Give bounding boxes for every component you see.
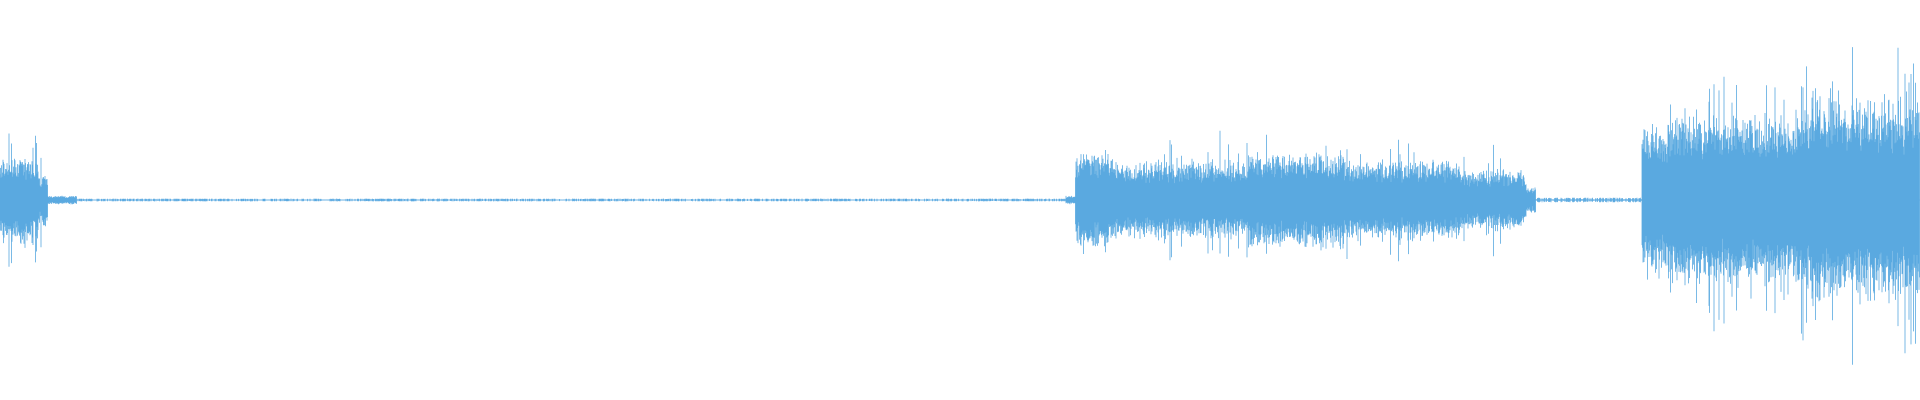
waveform-path <box>0 47 1920 365</box>
waveform-samples <box>0 47 1920 365</box>
